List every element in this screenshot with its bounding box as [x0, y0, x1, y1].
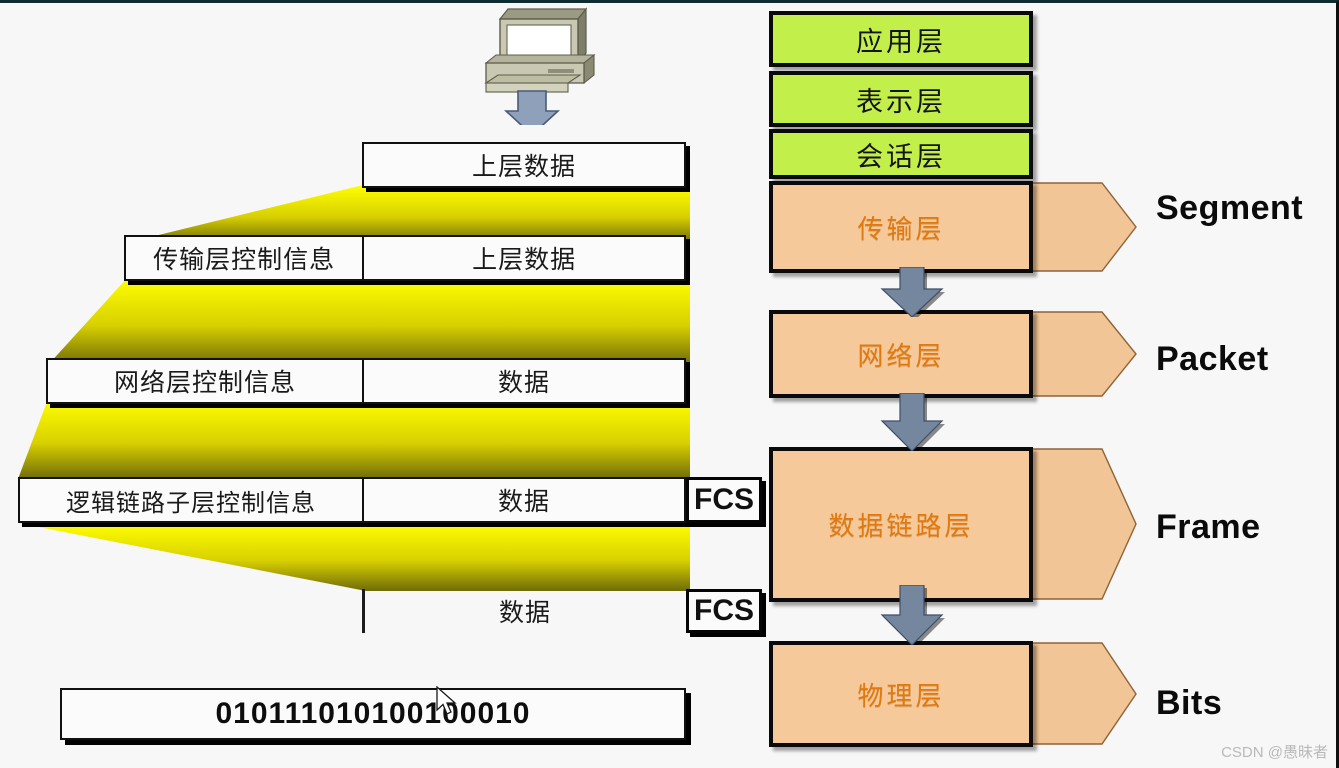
pdu-name-frame: Frame	[1156, 508, 1261, 546]
pdu-name-bits: Bits	[1156, 684, 1223, 722]
osi-layer-presentation[interactable]: 表示层	[769, 71, 1033, 127]
connector-trapezoid-1	[120, 183, 690, 250]
layer-tail-transport	[1031, 181, 1140, 278]
pdu-cell-data: 上层数据	[471, 152, 576, 181]
pdu-cell-data: 上层数据	[472, 245, 577, 274]
pdu-row-transport: 传输层控制信息 上层数据	[124, 235, 686, 281]
pdu-cell-llc-header: 逻辑链路子层控制信息	[20, 479, 364, 521]
pdu-row-mac: 数据	[364, 589, 686, 633]
osi-layer-label: 物理层	[857, 681, 945, 712]
bits-value: 010111010100100010	[215, 697, 531, 730]
pdu-cell-data: 数据	[498, 368, 551, 397]
flow-arrow-transport-to-network	[874, 266, 950, 322]
pdu-row-datalink: 逻辑链路子层控制信息 数据	[18, 477, 686, 523]
osi-layer-label: 传输层	[857, 214, 945, 245]
connector-trapezoid-3	[14, 397, 690, 486]
layer-tail-network	[1031, 310, 1140, 403]
osi-layer-label: 应用层	[856, 26, 946, 58]
osi-layer-label: 表示层	[856, 86, 946, 118]
pdu-trailer-fcs-datalink: FCS	[686, 477, 762, 523]
pdu-row-network: 网络层控制信息 数据	[46, 358, 686, 404]
pdu-name-packet: Packet	[1156, 340, 1269, 378]
pdu-row-mac-divider-tick	[362, 589, 365, 633]
watermark: CSDN @愚昧者	[1221, 744, 1328, 761]
flow-arrow-datalink-to-physical	[874, 584, 950, 650]
pdu-cell-transport-header: 传输层控制信息	[126, 237, 365, 279]
pdu-cell-data: 数据	[498, 598, 551, 627]
layer-tail-physical	[1031, 641, 1140, 752]
osi-layer-datalink[interactable]: 数据链路层	[769, 447, 1033, 602]
osi-layer-label: 网络层	[857, 341, 945, 372]
osi-layer-transport[interactable]: 传输层	[769, 181, 1033, 273]
osi-layer-label: 会话层	[856, 141, 946, 173]
flow-arrow-network-to-datalink	[874, 392, 950, 456]
pdu-name-segment: Segment	[1156, 189, 1304, 227]
pdu-row-bits: 010111010100100010	[60, 688, 686, 740]
osi-layer-label: 数据链路层	[828, 512, 974, 542]
pdu-cell-data: 数据	[497, 487, 550, 516]
osi-layer-physical[interactable]: 物理层	[769, 641, 1033, 747]
pdu-trailer-fcs-mac: FCS	[686, 589, 762, 633]
pdu-cell-network-header: 网络层控制信息	[48, 360, 365, 402]
mouse-cursor	[436, 685, 458, 723]
layer-tail-datalink	[1031, 447, 1140, 607]
osi-layer-session[interactable]: 会话层	[769, 129, 1033, 179]
osi-layer-network[interactable]: 网络层	[769, 310, 1033, 398]
osi-layer-application[interactable]: 应用层	[769, 11, 1033, 67]
connector-trapezoid-4	[14, 521, 690, 598]
connector-trapezoid-2	[40, 275, 690, 372]
computer-icon	[462, 5, 602, 137]
pdu-row-upper-layer-data: 上层数据	[362, 142, 686, 188]
